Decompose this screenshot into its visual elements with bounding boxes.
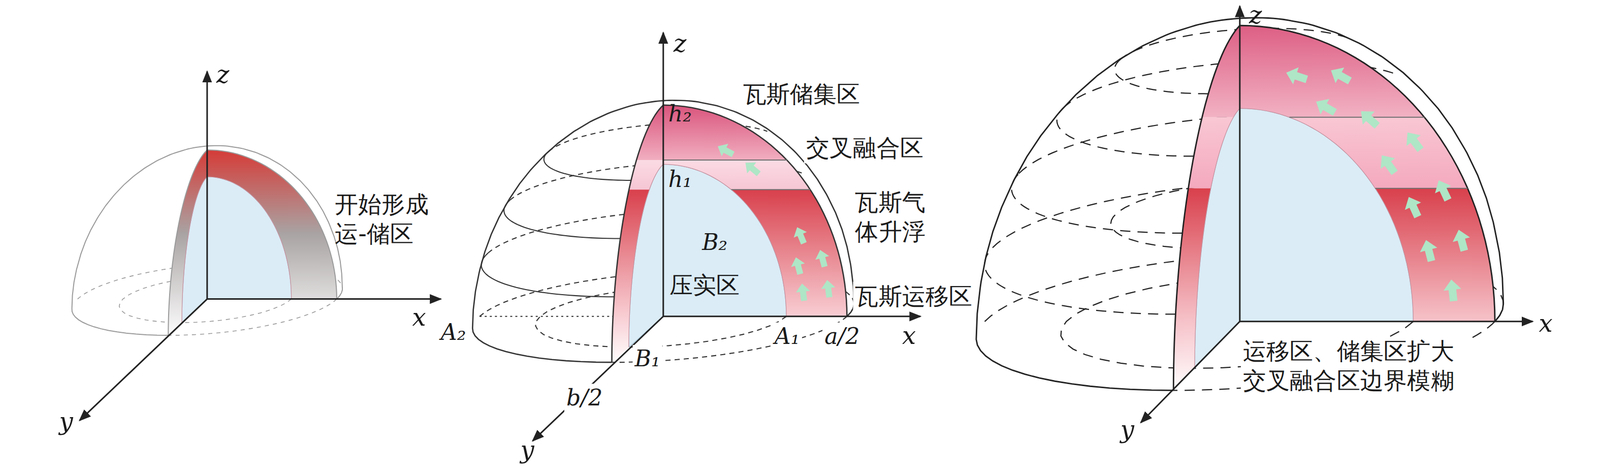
point-label: A₁	[772, 322, 803, 351]
latitude-line	[481, 252, 615, 297]
gas-arrow	[1311, 93, 1340, 121]
gas-arrow	[1450, 227, 1474, 253]
gas-arrow	[813, 247, 832, 269]
band-inner-edge	[628, 164, 664, 347]
height-label: h₂	[668, 100, 692, 128]
point-label: B₂	[701, 228, 728, 257]
gas-arrow	[788, 255, 808, 276]
gas-arrow	[1326, 62, 1355, 89]
zone-boundary	[663, 159, 787, 161]
gas-arrow	[1400, 193, 1426, 220]
gas-arrow	[794, 282, 812, 302]
axis-line	[532, 316, 664, 441]
axis-line	[662, 32, 664, 316]
gas-arrow	[1400, 126, 1428, 155]
latitude-line	[1057, 108, 1194, 156]
latitude-line	[503, 200, 621, 239]
axis-line	[1239, 320, 1533, 323]
axis-label: y	[1120, 414, 1135, 445]
stage-note: 运移区、储集区扩大 交叉融合区边界模糊	[1240, 336, 1468, 396]
band-inner-edge	[663, 164, 787, 316]
point-label: B₁	[632, 344, 663, 373]
gas-arrow	[1355, 104, 1384, 133]
zone-label: 瓦斯气 体升浮	[852, 187, 937, 247]
gas-arrow	[1430, 176, 1457, 204]
point-label: A₂	[438, 318, 469, 347]
hemisphere	[933, 6, 1546, 450]
gas-arrow	[1374, 149, 1402, 178]
hemisphere	[51, 71, 441, 421]
axis-label: z	[1249, 0, 1262, 31]
gas-arrow	[714, 139, 737, 161]
band-edge	[1239, 25, 1495, 322]
dimension-label: b/2	[564, 383, 605, 412]
band-inner-edge	[1239, 108, 1414, 322]
axis-line	[663, 315, 921, 317]
gas-arrow	[790, 224, 811, 246]
gas-arrow	[741, 156, 764, 179]
band-edge	[1173, 25, 1240, 391]
axis-label: x	[902, 320, 916, 351]
axis-label: x	[412, 302, 427, 333]
gas-arrow	[820, 279, 837, 299]
axis-line	[206, 71, 208, 300]
axis-line	[79, 299, 208, 421]
zone-label: 压实区	[669, 270, 741, 300]
axis-label: y	[59, 406, 74, 437]
band-inner-edge	[207, 176, 292, 300]
zone-label: 交叉融合区	[804, 133, 926, 164]
axis-line	[207, 298, 441, 300]
zone-label: 瓦斯运移区	[852, 281, 975, 311]
axis-label: z	[216, 59, 230, 90]
zone-boundary	[731, 188, 811, 190]
band-edge	[207, 149, 337, 299]
gas-arrow	[1442, 278, 1463, 303]
hemisphere	[442, 32, 921, 441]
axis-label: x	[1538, 308, 1553, 339]
latitude-line	[1114, 60, 1208, 94]
zone-boundary	[1374, 187, 1468, 189]
latitude-line	[1011, 173, 1183, 234]
band-edge	[168, 149, 208, 336]
latitude-line	[544, 151, 632, 181]
gas-arrow	[1283, 64, 1310, 88]
stage-note: 开始形成 运-储区	[334, 189, 438, 249]
axis-label: y	[520, 434, 535, 466]
height-label: h₁	[668, 165, 692, 194]
latitude-line	[984, 247, 1176, 314]
dimension-label: a/2	[822, 322, 862, 351]
gas-arrow	[1417, 237, 1440, 264]
zone-label: 瓦斯储集区	[740, 79, 862, 110]
axis-line	[1140, 321, 1240, 423]
axis-line	[1238, 6, 1241, 322]
axis-label: z	[673, 28, 687, 59]
zone-boundary	[1289, 116, 1425, 118]
band-inner-edge	[181, 176, 208, 323]
